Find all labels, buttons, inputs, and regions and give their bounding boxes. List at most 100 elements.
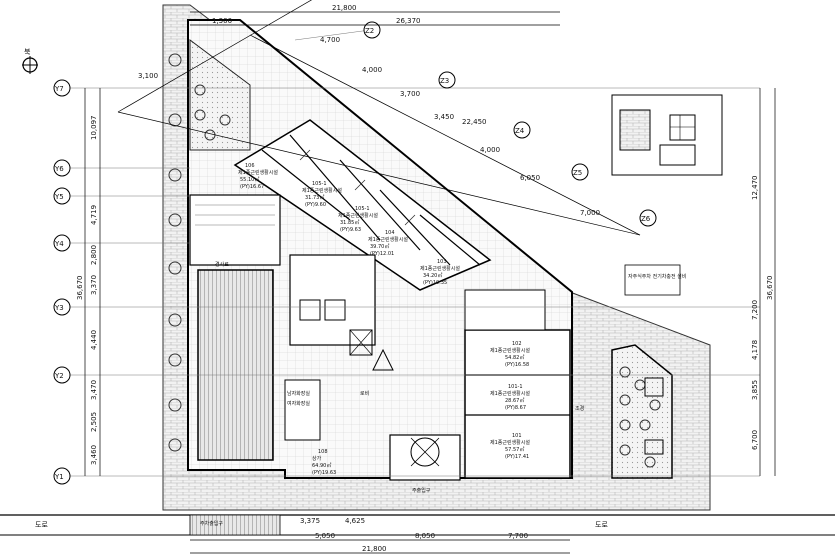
svg-text:(PY)17.41: (PY)17.41 (505, 454, 529, 460)
svg-text:Z5: Z5 (573, 169, 582, 177)
svg-text:Y6: Y6 (54, 165, 64, 173)
toilets: 남자화장실 여자화장실 (284, 379, 321, 441)
road: 도로 도로 주차출입구 (0, 514, 835, 536)
svg-text:36,670: 36,670 (766, 276, 774, 301)
parking-ramp: 경사로 (197, 261, 274, 461)
svg-text:7,700: 7,700 (508, 532, 528, 540)
svg-text:도로: 도로 (35, 521, 48, 529)
svg-text:제1종근린생활시설: 제1종근린생활시설 (368, 236, 408, 243)
svg-text:4,625: 4,625 (345, 517, 365, 525)
svg-text:31.73㎡: 31.73㎡ (305, 194, 324, 201)
svg-text:상가: 상가 (312, 455, 322, 462)
svg-text:3,375: 3,375 (300, 517, 320, 525)
right-units (464, 289, 571, 479)
svg-text:(PY)19.63: (PY)19.63 (312, 470, 336, 476)
svg-text:105-1: 105-1 (312, 181, 327, 187)
svg-text:제1종근린생활시설: 제1종근린생활시설 (420, 265, 460, 272)
svg-text:102: 102 (512, 341, 522, 347)
svg-text:34.20㎡: 34.20㎡ (423, 272, 442, 279)
north-arrow-icon: 북 (22, 48, 38, 74)
right-dimensions: 12,470 7,200 4,178 3,855 6,700 36,670 (751, 88, 776, 476)
svg-text:104: 104 (385, 230, 395, 236)
svg-text:제1종근린생활시설: 제1종근린생활시설 (338, 212, 378, 219)
svg-text:101-1: 101-1 (508, 384, 523, 390)
axis-grid-y (70, 87, 760, 477)
svg-text:(PY)16.58: (PY)16.58 (505, 362, 529, 368)
parking-note: 자주식주차 전기차충전 설비 (624, 264, 686, 296)
svg-text:제1종근린생활시설: 제1종근린생활시설 (490, 390, 530, 397)
svg-text:3,700: 3,700 (400, 90, 420, 98)
svg-text:3,855: 3,855 (751, 380, 759, 400)
lobby: 로비 108 상가 64.90㎡ (PY)19.63 (312, 390, 369, 476)
svg-text:제1종근린생활시설: 제1종근린생활시설 (302, 187, 342, 194)
svg-text:주출입구: 주출입구 (412, 487, 431, 494)
svg-text:(PY)16.67: (PY)16.67 (240, 184, 264, 190)
svg-text:북: 북 (24, 48, 31, 56)
svg-text:Y7: Y7 (54, 85, 64, 93)
svg-text:1,300: 1,300 (212, 17, 232, 25)
svg-text:55.10㎡: 55.10㎡ (240, 176, 259, 183)
top-dimensions: 21,800 1,300 26,370 (190, 4, 560, 26)
svg-text:2,505: 2,505 (90, 412, 98, 432)
room-104: 104 제1종근린생활시설 39.70㎡ (PY)12.01 (368, 230, 408, 257)
svg-text:12,470: 12,470 (751, 176, 759, 201)
svg-text:Z3: Z3 (440, 77, 449, 85)
svg-text:101: 101 (512, 433, 522, 439)
svg-text:Z4: Z4 (515, 127, 525, 135)
svg-text:5,050: 5,050 (315, 532, 335, 540)
svg-text:2,800: 2,800 (90, 245, 98, 265)
svg-text:Y5: Y5 (54, 193, 64, 201)
svg-text:경사로: 경사로 (215, 261, 229, 268)
svg-text:제1종근린생활시설: 제1종근린생활시설 (238, 169, 278, 176)
room-101: 101 제1종근린생활시설 57.57㎡ (PY)17.41 (490, 433, 530, 460)
svg-text:4,700: 4,700 (320, 36, 340, 44)
svg-text:(PY)12.01: (PY)12.01 (370, 251, 394, 257)
svg-text:6,050: 6,050 (520, 174, 540, 182)
svg-text:31.85㎡: 31.85㎡ (340, 219, 359, 226)
svg-text:105-1: 105-1 (355, 206, 370, 212)
svg-text:21,800: 21,800 (362, 545, 387, 553)
tree-row (168, 53, 182, 452)
svg-text:3,450: 3,450 (434, 113, 454, 121)
svg-text:자주식주차 전기차충전 설비: 자주식주차 전기차충전 설비 (628, 273, 686, 280)
svg-text:제1종근린생활시설: 제1종근린생활시설 (490, 439, 530, 446)
svg-text:Z2: Z2 (365, 27, 374, 35)
room-105-1: 105-1 제1종근린생활시설 31.73㎡ (PY)9.60 (302, 181, 342, 208)
svg-text:Y4: Y4 (54, 240, 64, 248)
svg-text:3,370: 3,370 (90, 275, 98, 295)
svg-text:106: 106 (245, 163, 255, 169)
svg-text:57.57㎡: 57.57㎡ (505, 446, 524, 453)
landscape-triangle (189, 39, 251, 151)
svg-text:Y1: Y1 (54, 473, 64, 481)
svg-text:4,719: 4,719 (90, 205, 98, 225)
svg-text:7,000: 7,000 (580, 209, 600, 217)
axis-bubbles-z: Z2 Z3 Z4 Z5 Z6 (294, 21, 657, 227)
svg-text:(PY)9.63: (PY)9.63 (340, 227, 361, 233)
core-stairs (189, 194, 394, 371)
svg-text:(PY)10.35: (PY)10.35 (423, 280, 447, 286)
diagonal-dimensions: 4,700 4,000 3,700 3,450 22,450 4,000 6,0… (117, 0, 641, 236)
svg-text:4,000: 4,000 (480, 146, 500, 154)
room-101-1: 101-1 제1종근린생활시설 28.67㎡ (PY)8.67 (490, 384, 530, 411)
room-106: 106 제1종근린생활시설 55.10㎡ (PY)16.67 (238, 163, 278, 190)
room-105: 105-1 제1종근린생활시설 31.85㎡ (PY)9.63 (338, 206, 378, 233)
left-dimensions: 10,097 4,719 2,800 3,370 4,440 3,470 2,5… (76, 88, 101, 476)
bottom-dimensions: 3,375 4,625 5,050 8,050 7,700 21,800 (190, 517, 570, 554)
room-102: 102 제1종근린생활시설 54.82㎡ (PY)16.58 (490, 341, 530, 368)
svg-text:제1종근린생활시설: 제1종근린생활시설 (490, 347, 530, 354)
svg-text:103: 103 (437, 259, 447, 265)
svg-text:10,097: 10,097 (90, 116, 98, 141)
room-103: 103 제1종근린생활시설 34.20㎡ (PY)10.35 (420, 259, 460, 286)
svg-text:28.67㎡: 28.67㎡ (505, 397, 524, 404)
svg-text:3,470: 3,470 (90, 380, 98, 400)
axis-bubbles-y: Y7 Y6 Y5 Y4 Y3 Y2 Y1 (53, 79, 71, 485)
svg-text:3,460: 3,460 (90, 445, 98, 465)
svg-text:36,670: 36,670 (76, 276, 84, 301)
main-entrance: 주출입구 (389, 434, 461, 494)
svg-text:(PY)9.60: (PY)9.60 (305, 202, 326, 208)
svg-text:4,178: 4,178 (751, 340, 759, 360)
svg-text:6,700: 6,700 (751, 430, 759, 450)
svg-text:도로: 도로 (595, 521, 608, 529)
svg-text:54.82㎡: 54.82㎡ (505, 354, 524, 361)
